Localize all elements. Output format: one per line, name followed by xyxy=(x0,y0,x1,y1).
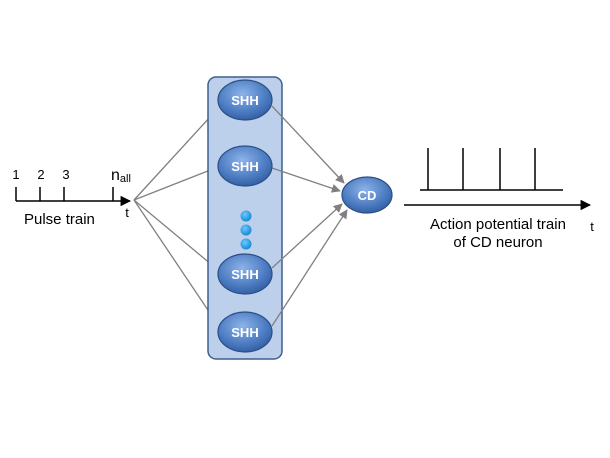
arrow-shh1-cd xyxy=(271,105,345,184)
shh-node-1-label: SHH xyxy=(231,93,258,108)
arrow-input-shh4 xyxy=(133,199,221,329)
shh-node-3-label: SHH xyxy=(231,267,258,282)
cd-node-shape xyxy=(341,176,393,214)
shh-node-3: SHH xyxy=(217,253,273,295)
output-caption-line2: of CD neuron xyxy=(453,234,542,251)
output-caption-line1: Action potential train xyxy=(430,216,566,233)
shh-node-4-label: SHH xyxy=(231,325,258,340)
shh-node-1-shape xyxy=(217,79,273,121)
shh-node-3-shape xyxy=(217,253,273,295)
ellipsis-dot-3 xyxy=(240,238,252,250)
pulse-n-main: n xyxy=(111,167,120,184)
pulse-time-label: t xyxy=(125,205,129,220)
ellipsis-dots xyxy=(240,210,252,250)
shh-node-1: SHH xyxy=(217,79,273,121)
action-potential-output: t Action potential train of CD neuron xyxy=(404,148,594,251)
pulse-n-label: nall xyxy=(111,167,131,185)
arrow-shh4-cd xyxy=(271,209,348,327)
pulse-tick-label-2: 2 xyxy=(37,167,44,182)
pulse-tick-label-1: 1 xyxy=(12,167,19,182)
shh-node-2: SHH xyxy=(217,145,273,187)
shh-node-4: SHH xyxy=(217,311,273,353)
pulse-n-subscript: all xyxy=(120,173,131,185)
pulse-train-input: 1 2 3 nall t Pulse train xyxy=(12,167,132,228)
cd-node-label: CD xyxy=(358,188,377,203)
pulse-tick-label-3: 3 xyxy=(62,167,69,182)
arrow-shh2-cd xyxy=(271,167,341,193)
shh-node-4-shape xyxy=(217,311,273,353)
pulse-train-caption: Pulse train xyxy=(24,211,95,228)
output-time-label: t xyxy=(590,219,594,234)
shh-node-2-shape xyxy=(217,145,273,187)
arrow-input-shh3 xyxy=(133,199,219,271)
ellipsis-dot-1 xyxy=(240,210,252,222)
output-connections xyxy=(271,105,348,327)
cd-node: CD xyxy=(341,176,393,214)
shh-node-2-label: SHH xyxy=(231,159,258,174)
arrow-input-shh2 xyxy=(133,165,219,201)
arrow-shh3-cd xyxy=(271,203,343,269)
ellipsis-dot-2 xyxy=(240,224,252,236)
